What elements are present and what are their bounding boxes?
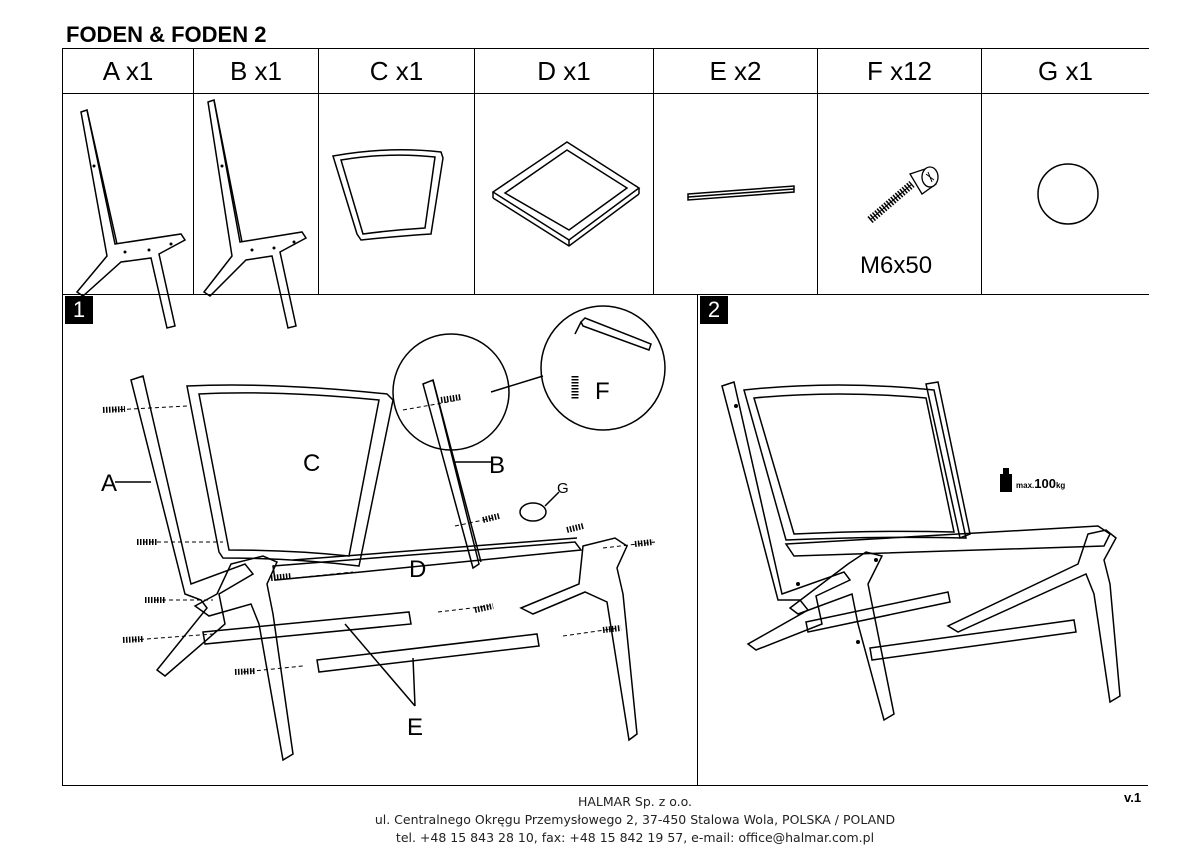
part-f-qty: F x12 <box>818 49 982 94</box>
footer-company: HALMAR Sp. z o.o. <box>577 794 693 809</box>
crossbar-icon <box>687 185 795 201</box>
part-f-cell: M6x50 <box>818 94 982 295</box>
max-load-unit: kg <box>1055 481 1066 490</box>
label-a: A <box>101 470 118 497</box>
version-label: v.1 <box>1124 790 1142 805</box>
part-g-cell <box>982 94 1149 295</box>
washer-icon <box>1037 163 1099 225</box>
backrest-frame-icon <box>332 149 444 241</box>
part-e-cell <box>654 94 818 295</box>
step-1-number: 1 <box>65 296 93 324</box>
footer-address: ul. Centralnego Okręgu Przemysłowego 2, … <box>374 812 896 827</box>
step-2-number: 2 <box>700 296 728 324</box>
footer-contact: tel. +48 15 843 28 10, fax: +48 15 842 1… <box>395 830 875 845</box>
part-b-cell <box>194 94 319 329</box>
screw-size-caption: M6x50 <box>860 252 933 279</box>
label-g: G <box>557 480 569 497</box>
part-e-qty: E x2 <box>654 49 818 94</box>
max-load-value: 100 <box>1034 476 1056 491</box>
step-1-panel: 1 <box>62 294 698 786</box>
seat-frame-icon <box>491 141 641 247</box>
part-d-cell <box>475 94 654 295</box>
part-g-qty: G x1 <box>982 49 1149 94</box>
label-e: E <box>407 714 424 741</box>
max-load-prefix: max. <box>1016 481 1035 490</box>
step-2-assembled-chair-drawing <box>721 381 1121 722</box>
max-load-label: max.100kg <box>1016 476 1065 491</box>
side-frame-a-icon <box>75 109 187 329</box>
document-title: FODEN & FODEN 2 <box>66 22 267 47</box>
label-c: C <box>303 450 321 477</box>
part-c-qty: C x1 <box>319 49 475 94</box>
part-a-qty: A x1 <box>63 49 194 94</box>
screw-icon <box>867 166 939 224</box>
side-frame-b-icon <box>202 99 308 329</box>
parts-table: A x1 B x1 C x1 D x1 E x2 F x12 G x1 <box>62 48 1149 329</box>
step-2-panel: 2 max.100kg <box>698 294 1148 786</box>
step-1-assembly-drawing <box>102 305 666 762</box>
part-d-qty: D x1 <box>475 49 654 94</box>
label-d: D <box>409 556 427 583</box>
label-f: F <box>595 378 610 405</box>
part-b-qty: B x1 <box>194 49 319 94</box>
label-b: B <box>489 452 506 479</box>
part-a-cell <box>63 94 194 329</box>
part-c-cell <box>319 94 475 295</box>
